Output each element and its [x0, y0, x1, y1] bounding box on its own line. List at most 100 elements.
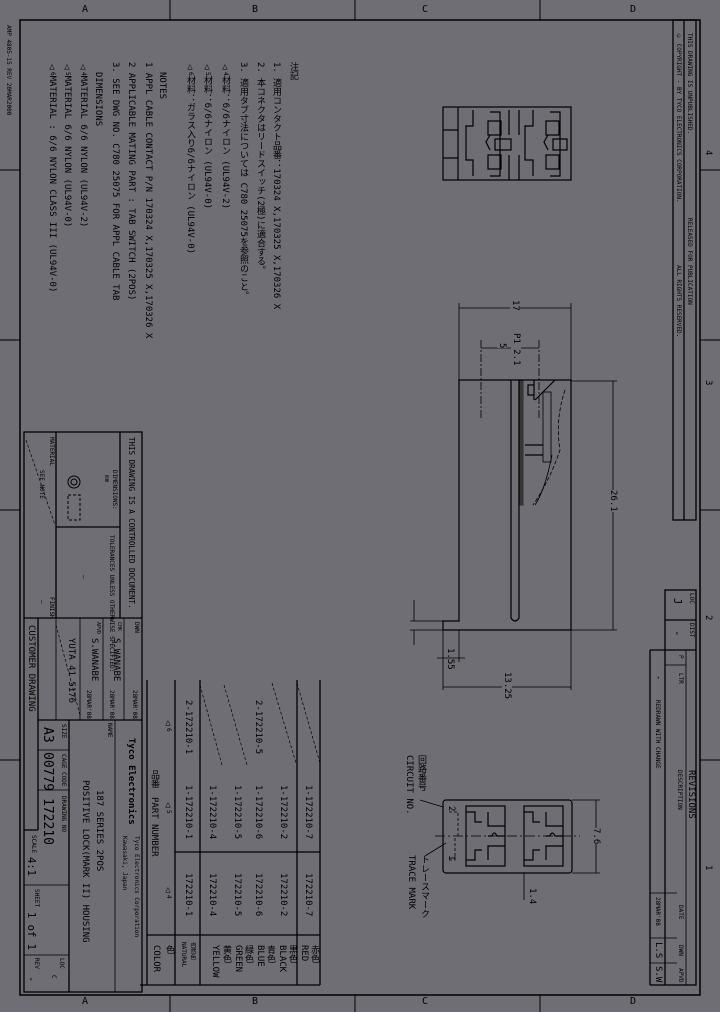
rev-value: -	[25, 976, 37, 983]
dim-length: 26.1	[608, 490, 618, 512]
part-number-5: 1-172210-1	[183, 785, 193, 840]
part-number-label: PART NUMBER	[149, 797, 159, 857]
part-number-4: 172210-4	[207, 873, 217, 917]
note-en-5-text: MATERIAL 6/6 NYLON (UL94V-0)	[62, 75, 72, 228]
cage-code-label: CAGE CODE	[60, 754, 67, 787]
zone-letter-c: C	[422, 4, 429, 15]
material-value: SEE NOTE	[38, 470, 45, 499]
note-jp-6: △6材料：ガラス入り6/6ナイロン (UL94V-0)	[185, 62, 195, 255]
color-jp: 黄色	[221, 945, 231, 963]
unpublished-note: THIS DRAWING IS UNPUBLISHED.	[686, 33, 693, 135]
color: GREEN	[233, 945, 243, 973]
part-number-4: 172210-1	[183, 873, 193, 917]
note-en-5: △5MATERIAL 6/6 NYLON (UL94V-0)	[62, 62, 72, 228]
circuit-no-label: CIRCUIT NO.	[404, 755, 414, 815]
color-jp: 自然色	[189, 942, 196, 960]
note-jp-1: 1. 適用コンタクト品番：170324 X,170325 X,170326 X	[271, 62, 281, 310]
name-label: NAME	[106, 723, 113, 738]
zone-letter-a-bottom: A	[82, 996, 89, 1007]
note-jp-5: △5材料：6/6ナイロン (UL94V-0)	[202, 62, 212, 210]
color-jp: 緑色	[243, 945, 253, 963]
tolerance-value: —	[80, 575, 87, 579]
copyright-box	[672, 19, 697, 521]
part-number-5: 1-172210-6	[253, 785, 263, 840]
color: BLACK	[277, 945, 287, 973]
part-col-flag-6: △6	[163, 718, 173, 732]
company-logo: Tyco Electronics	[126, 738, 136, 825]
note-jp-6-flag: 6	[187, 72, 194, 76]
note-en-6-text: MATERIAL : 6/6 NYLON CLASS III (UL94V-0)	[47, 75, 57, 293]
part-number-4: 172210-5	[232, 873, 242, 917]
part-number-5: 1-172210-4	[207, 785, 217, 840]
color: YELLOW	[210, 945, 220, 978]
part-number-5: 1-172210-5	[232, 785, 242, 840]
note-en-4-flag: 4	[80, 72, 87, 76]
note-jp-4-flag: 4	[222, 72, 229, 76]
sheet-label: SHEET	[33, 889, 40, 908]
note-en-6: △6MATERIAL : 6/6 NYLON CLASS III (UL94V-…	[47, 62, 57, 293]
flag-5: 5	[165, 810, 172, 814]
zone-number-4: 4	[703, 150, 713, 156]
note-jp-5-flag: 5	[204, 72, 211, 76]
dwn-label: DWN	[133, 622, 140, 633]
finish-label: FINISH	[48, 597, 55, 619]
chk-label: CHK	[116, 622, 122, 632]
rev-dwn-label: DWN	[677, 945, 684, 956]
note-jp-3: 3. 適用タブ寸法については C780 25075を参照のこと。	[238, 62, 248, 300]
color: NATURAL	[180, 942, 187, 968]
note-jp-4-text: 材料：6/6ナイロン (UL94V-2)	[220, 75, 230, 210]
rev-loc-label: LOC	[688, 593, 695, 604]
color: BLUE	[255, 945, 265, 967]
dim-height: 13.25	[502, 672, 512, 700]
part-col-flag-5: △5	[163, 800, 173, 814]
circuit-number-1: 1	[446, 855, 456, 861]
part-number-4: 172210-7	[303, 873, 313, 917]
zone-number-3: 3	[703, 380, 713, 386]
top-view-drawing	[442, 106, 572, 181]
note-en-3: 3. SEE DWG NO. C780 25075 FOR APPL CABLE…	[110, 62, 120, 301]
notes-en-title: NOTES	[157, 72, 167, 100]
note-en-5-flag: 5	[64, 72, 71, 76]
rev-apvd-label: APVD	[677, 968, 684, 983]
revision-block-lines	[649, 589, 697, 986]
rev-ltr-label: LTR	[677, 673, 684, 684]
third-angle-projection-symbol	[67, 475, 81, 521]
rev-label: REV	[33, 958, 40, 969]
note-jp-6-text: 材料：ガラス入り6/6ナイロン (UL94V-0)	[185, 75, 195, 255]
dwn-name: S.WANABE	[111, 638, 121, 682]
note-en-1: 1 APPL CABLE CONTACT P/N 170324 X,170325…	[143, 62, 153, 339]
part-number-5: 1-172210-2	[278, 785, 288, 840]
dim-front-small: 1.4	[527, 888, 537, 905]
loc-label: LOC	[58, 958, 65, 969]
flag-4: 4	[165, 895, 172, 899]
note-en-4: △4MATERIAL 6/6 NYLON (UL94V-2)	[78, 62, 88, 228]
form-id: AMP 4805-15 REV 20MAR2000	[5, 25, 12, 116]
side-view-drawing	[442, 340, 572, 631]
dim-front-width: 7.6	[591, 828, 601, 845]
company-name: Tyco Electronics Corporation	[133, 836, 140, 938]
customer-drawing-label: CUSTOMER DRAWING	[26, 625, 36, 712]
rev-dist-label: DIST	[688, 623, 695, 638]
rev-ltr: -	[653, 675, 663, 681]
dwn-date: 28MAR'08	[131, 690, 138, 719]
dim-overall-width: 17	[510, 300, 520, 311]
rev-apvd: S.W	[653, 966, 663, 983]
rev-dist-value: -	[671, 630, 683, 637]
color-jp: 赤色	[309, 945, 319, 963]
dim-pitch: P1 2.1	[511, 333, 521, 366]
dimensions-unit: mm	[103, 475, 110, 483]
zone-letter-a: A	[82, 4, 89, 15]
circuit-number-2: 2	[446, 806, 456, 812]
title-block-lines	[23, 431, 143, 993]
rev-loc-value: J	[671, 598, 683, 605]
rev-description-label: DESCRIPTION	[676, 770, 683, 810]
note-en-6-flag: 6	[49, 72, 56, 76]
part-number-6: 2-172210-1	[183, 700, 193, 755]
sheet-value: 1 of 1	[25, 912, 37, 950]
note-en-2: 2 APPLICABLE MATING PART : TAB SWITCH (2…	[126, 62, 136, 301]
part-number-5: 1-172210-7	[303, 785, 313, 840]
drawing-title-line2: POSITIVE LOCK(MARK II) HOUSING	[80, 780, 90, 943]
color: RED	[299, 945, 309, 962]
parts-table-lines	[140, 680, 321, 986]
